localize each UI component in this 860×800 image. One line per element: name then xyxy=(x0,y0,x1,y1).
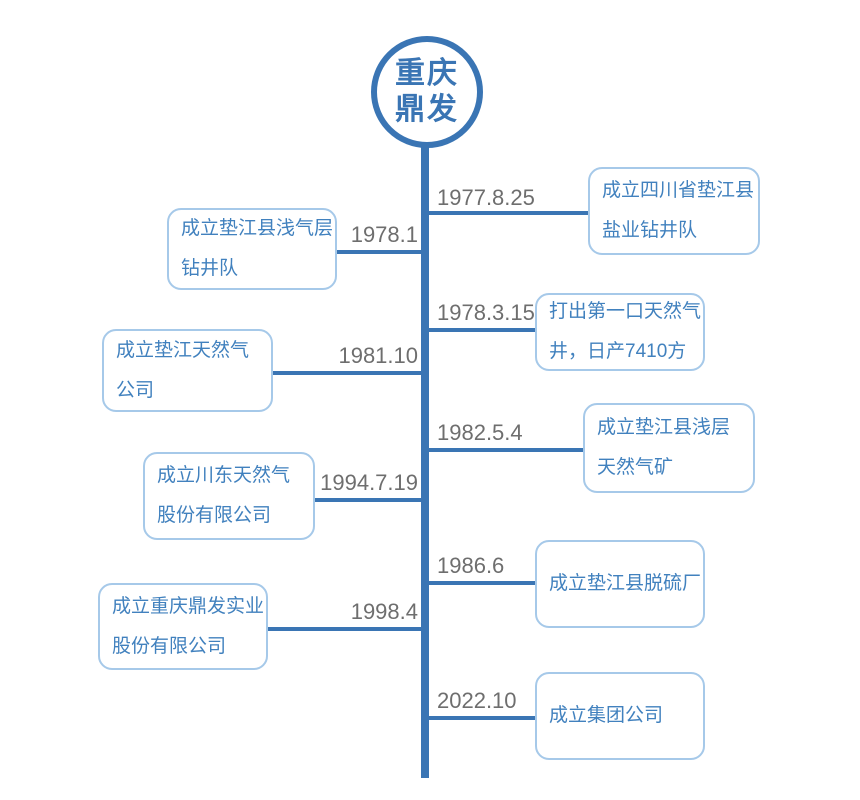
event-text-line: 成立川东天然气 xyxy=(157,465,291,486)
event-text-line: 钻井队 xyxy=(181,258,239,279)
event-date: 1978.1 xyxy=(350,222,418,247)
company-logo-circle: 重庆 鼎发 xyxy=(371,36,483,148)
event-box: 成立垫江县浅气层 钻井队 xyxy=(167,208,337,290)
event-text-line: 打出第一口天然气 xyxy=(549,301,702,322)
event-date: 1977.8.25 xyxy=(437,185,535,210)
event-text-line: 盐业钻井队 xyxy=(602,220,698,241)
event-connector-line xyxy=(313,498,429,502)
event-text-line: 成立集团公司 xyxy=(549,705,664,726)
event-box: 成立集团公司 xyxy=(535,672,705,760)
event-date: 2022.10 xyxy=(437,688,517,713)
event-text-line: 井，日产7410方 xyxy=(549,341,687,362)
event-connector-line xyxy=(266,627,429,631)
event-connector-line xyxy=(421,716,537,720)
event-date: 1994.7.19 xyxy=(320,470,418,495)
event-box: 成立垫江县浅层 天然气矿 xyxy=(583,403,755,493)
event-text-line: 公司 xyxy=(116,379,155,401)
event-text-line: 股份有限公司 xyxy=(112,635,227,657)
event-box: 成立四川省垫江县 盐业钻井队 xyxy=(588,167,760,255)
event-date: 1981.10 xyxy=(338,343,418,368)
event-connector-line xyxy=(421,211,590,215)
event-connector-line xyxy=(421,448,585,452)
company-name-line1: 重庆 xyxy=(395,57,459,90)
event-date: 1998.4 xyxy=(350,599,418,624)
event-box: 成立川东天然气 股份有限公司 xyxy=(143,452,315,540)
event-text-line: 成立垫江县脱硫厂 xyxy=(549,573,702,594)
event-text-line: 成立重庆鼎发实业 xyxy=(112,595,265,617)
event-text-line: 成立四川省垫江县 xyxy=(602,180,755,201)
event-text-line: 成立垫江县浅层 xyxy=(597,417,731,438)
event-text-line: 成立垫江天然气 xyxy=(116,339,250,361)
event-text-line: 天然气矿 xyxy=(597,457,674,478)
event-date: 1982.5.4 xyxy=(437,420,523,445)
event-date: 1978.3.15 xyxy=(437,300,535,325)
timeline-trunk-line xyxy=(421,100,429,778)
event-text-line: 成立垫江县浅气层 xyxy=(181,218,334,239)
event-connector-line xyxy=(421,581,537,585)
event-date: 1986.6 xyxy=(437,553,505,578)
event-connector-line xyxy=(335,250,429,254)
event-text-line: 股份有限公司 xyxy=(157,505,272,526)
event-box: 打出第一口天然气 井，日产7410方 xyxy=(535,293,705,371)
event-connector-line xyxy=(271,371,429,375)
company-name-line2: 鼎发 xyxy=(395,93,459,126)
event-connector-line xyxy=(421,328,537,332)
event-box: 成立重庆鼎发实业 股份有限公司 xyxy=(98,583,268,670)
event-box: 成立垫江县脱硫厂 xyxy=(535,540,705,628)
event-box: 成立垫江天然气 公司 xyxy=(102,329,273,412)
